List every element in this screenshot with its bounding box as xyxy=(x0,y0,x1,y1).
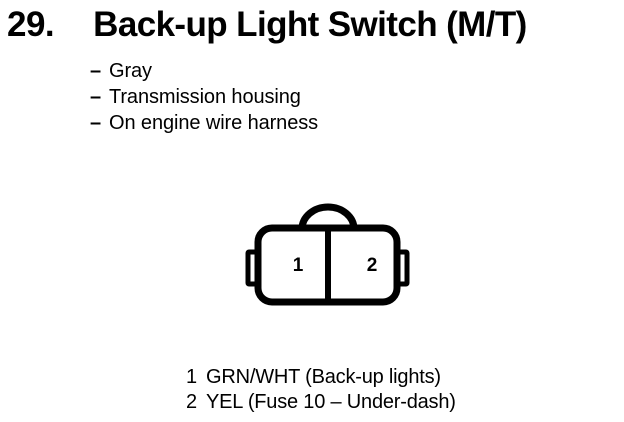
legend-pin-description: YEL (Fuse 10 – Under-dash) xyxy=(206,391,456,413)
dash-icon: – xyxy=(90,60,102,82)
legend-pin-description: GRN/WHT (Back-up lights) xyxy=(206,366,441,388)
legend-pin-number: 2 xyxy=(186,391,198,413)
connector-drawing xyxy=(245,203,410,306)
page-heading: 29. Back-up Light Switch (M/T) xyxy=(0,4,624,50)
list-item: – Gray xyxy=(90,58,510,84)
connector-diagram: 1 2 xyxy=(240,200,415,315)
cavity-number-2: 2 xyxy=(366,255,378,276)
legend-pin-number: 1 xyxy=(186,366,198,388)
list-item: – Transmission housing xyxy=(90,84,510,110)
list-item-label: On engine wire harness xyxy=(109,112,319,134)
specification-list: – Gray – Transmission housing – On engin… xyxy=(90,58,510,136)
page-title: Back-up Light Switch (M/T) xyxy=(93,5,527,44)
dash-icon: – xyxy=(90,86,102,108)
heading-item-number: 29. xyxy=(7,5,55,44)
latch-arch-icon xyxy=(298,203,358,230)
legend-row: 1 GRN/WHT (Back-up lights) xyxy=(186,365,606,390)
cavity-number-1: 1 xyxy=(292,255,304,276)
list-item-label: Transmission housing xyxy=(109,86,301,108)
legend-row: 2 YEL (Fuse 10 – Under-dash) xyxy=(186,390,606,415)
list-item: – On engine wire harness xyxy=(90,110,510,136)
list-item-label: Gray xyxy=(109,60,152,82)
terminal-legend: 1 GRN/WHT (Back-up lights) 2 YEL (Fuse 1… xyxy=(186,365,606,415)
dash-icon: – xyxy=(90,112,102,134)
